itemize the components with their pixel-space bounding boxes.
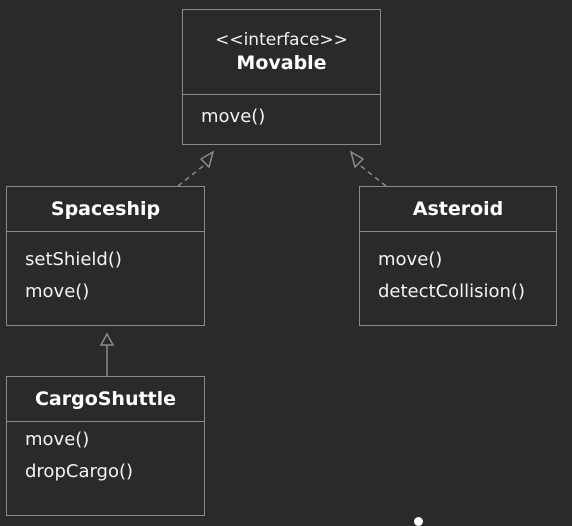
method: setShield() — [25, 249, 122, 270]
class-spaceship[interactable]: Spaceship setShield() move() — [6, 186, 205, 326]
class-header: Asteroid — [360, 187, 556, 232]
method: move() — [25, 281, 90, 302]
class-header: <<interface>> Movable — [183, 10, 380, 95]
class-name: Asteroid — [412, 198, 504, 220]
method-list: setShield() move() — [7, 232, 204, 308]
realization-asteroid-movable-line — [356, 162, 387, 187]
method: move() — [201, 106, 266, 127]
class-cargoshuttle[interactable]: CargoShuttle move() dropCargo() — [6, 376, 205, 516]
realization-asteroid-movable-arrowhead — [349, 150, 365, 169]
method: move() — [378, 249, 443, 270]
method-list: move() — [183, 95, 380, 133]
method: dropCargo() — [25, 461, 134, 482]
method-list: move() detectCollision() — [360, 232, 556, 308]
realization-spaceship-movable-arrowhead — [199, 150, 215, 169]
class-asteroid[interactable]: Asteroid move() detectCollision() — [359, 186, 557, 326]
method: move() — [25, 429, 90, 450]
class-movable[interactable]: <<interface>> Movable move() — [182, 9, 381, 145]
method-list: move() dropCargo() — [7, 422, 204, 488]
method: detectCollision() — [378, 281, 526, 302]
class-name: Movable — [236, 52, 327, 74]
realization-spaceship-movable-line — [177, 162, 208, 187]
class-name: CargoShuttle — [34, 388, 177, 410]
class-name: Spaceship — [50, 198, 161, 220]
class-header: CargoShuttle — [7, 377, 204, 422]
generalization-cargoshuttle-spaceship-arrowhead — [99, 332, 115, 346]
class-header: Spaceship — [7, 187, 204, 232]
stereotype-label: <<interface>> — [215, 30, 348, 50]
